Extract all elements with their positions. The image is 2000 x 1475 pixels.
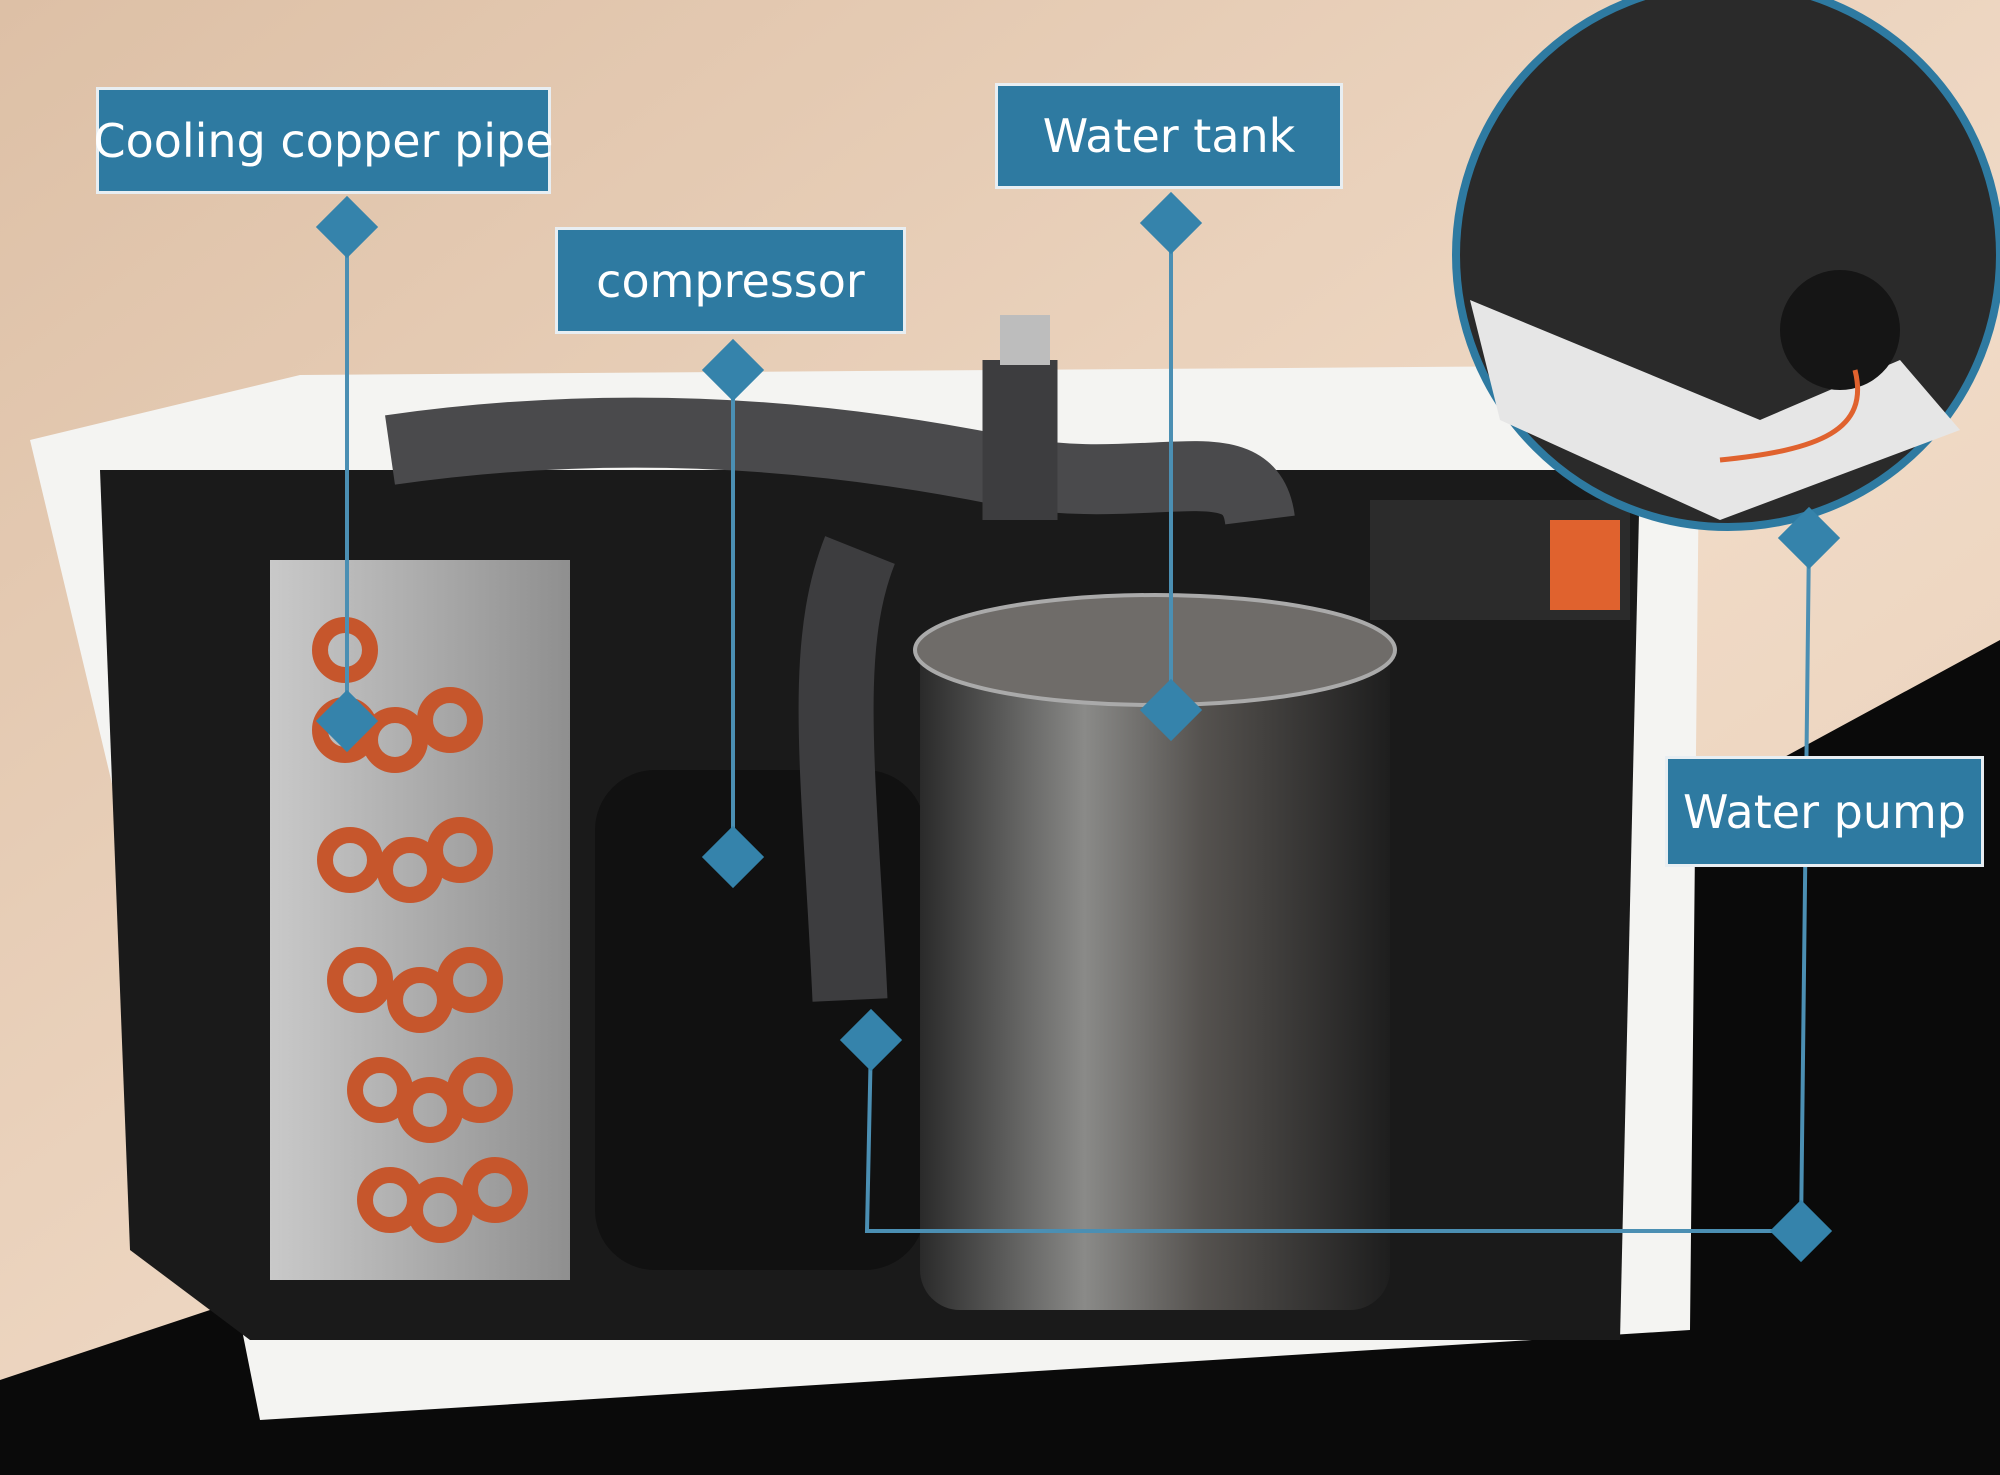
label-cooling-copper-pipe: Cooling copper pipe: [93, 87, 554, 194]
diamond-marker: [315, 195, 379, 259]
water-tank-lid: [913, 593, 1397, 707]
diamond-marker: [701, 338, 765, 402]
copper-bends: [312, 617, 528, 1243]
pump-wire: [1719, 369, 1861, 463]
inset-white-panel: [1470, 300, 1960, 520]
pump-motor: [1780, 270, 1900, 390]
label-compressor: compressor: [555, 227, 906, 334]
diamond-marker: [315, 689, 379, 753]
label-water-tank: Water tank: [995, 83, 1343, 189]
relay: [1550, 520, 1620, 610]
pipe-fitting: [1000, 315, 1050, 365]
water-tank: [920, 620, 1390, 1310]
label-water-pump: Water pump: [1665, 756, 1984, 867]
insulated-pipe: [385, 397, 1295, 527]
condenser-coil: [270, 560, 570, 1280]
callout-lines: [345, 223, 1811, 1233]
diamond-marker: [701, 825, 765, 889]
insulated-pipe: [798, 360, 1058, 1002]
